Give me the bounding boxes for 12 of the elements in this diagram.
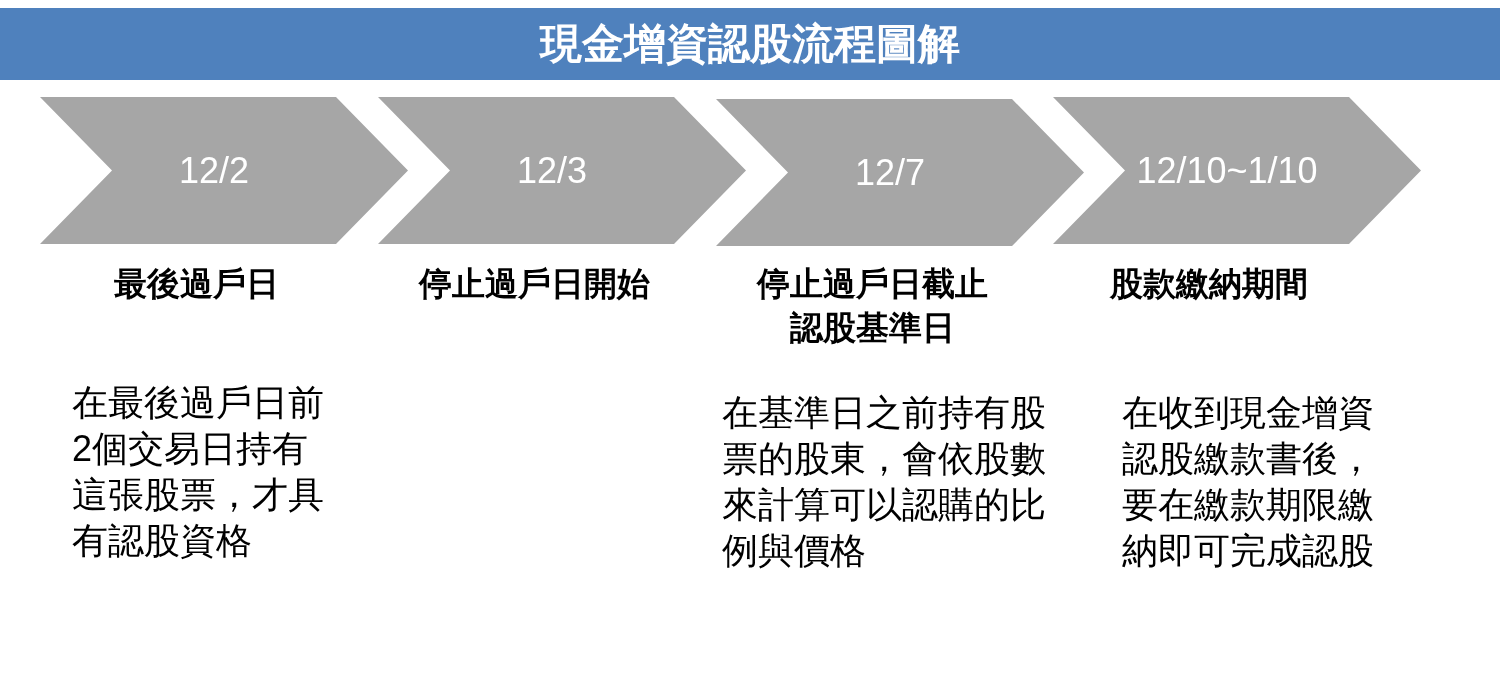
step-heading: 最後過戶日 <box>112 264 280 304</box>
step-heading: 股款繳納期間 <box>1108 264 1309 304</box>
step-heading: 停止過戶日截止認股基準日 <box>755 264 989 348</box>
date-label: 12/3 <box>516 148 588 193</box>
date-label: 12/10~1/10 <box>1136 148 1318 193</box>
title-bar: 現金增資認股流程圖解 <box>0 8 1500 80</box>
date-label: 12/2 <box>178 148 250 193</box>
step-heading: 停止過戶日開始 <box>417 264 651 304</box>
step-description: 在最後過戶日前2個交易日持有這張股票，才具有認股資格 <box>72 381 325 563</box>
step-description: 在收到現金增資認股繳款書後，要在繳款期限繳納即可完成認股 <box>1122 391 1375 573</box>
step-description: 在基準日之前持有股票的股東，會依股數來計算可以認購的比例與價格 <box>722 391 1047 573</box>
date-label: 12/7 <box>854 150 926 195</box>
